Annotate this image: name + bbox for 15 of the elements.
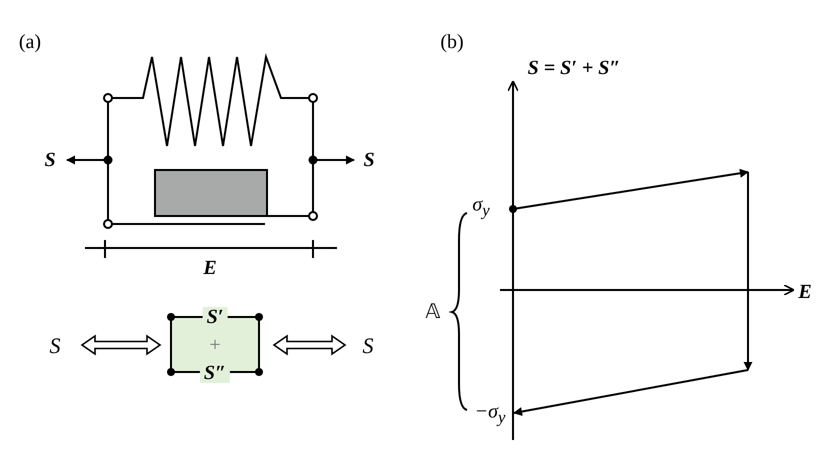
stress-label: S <box>355 333 381 359</box>
equivalence-arrow <box>80 334 162 356</box>
yield-stress-label: σ$_{y}$ <box>472 194 490 220</box>
strain-label: E <box>203 258 217 278</box>
stress-component-label: S″ <box>200 363 230 383</box>
stress-label: S <box>42 333 68 359</box>
axis-label: E <box>798 282 812 302</box>
equivalence-arrow <box>272 334 346 356</box>
force-label: S <box>44 150 56 170</box>
panel-label: (a) <box>18 32 42 52</box>
panel-label: (b) <box>440 32 464 52</box>
axis-label: S = S′ + S″ <box>528 58 620 78</box>
set-symbol: 𝔸 <box>426 302 440 322</box>
yield-stress-label: −σ$_{y}$ <box>474 402 506 426</box>
force-label: S <box>363 150 375 170</box>
